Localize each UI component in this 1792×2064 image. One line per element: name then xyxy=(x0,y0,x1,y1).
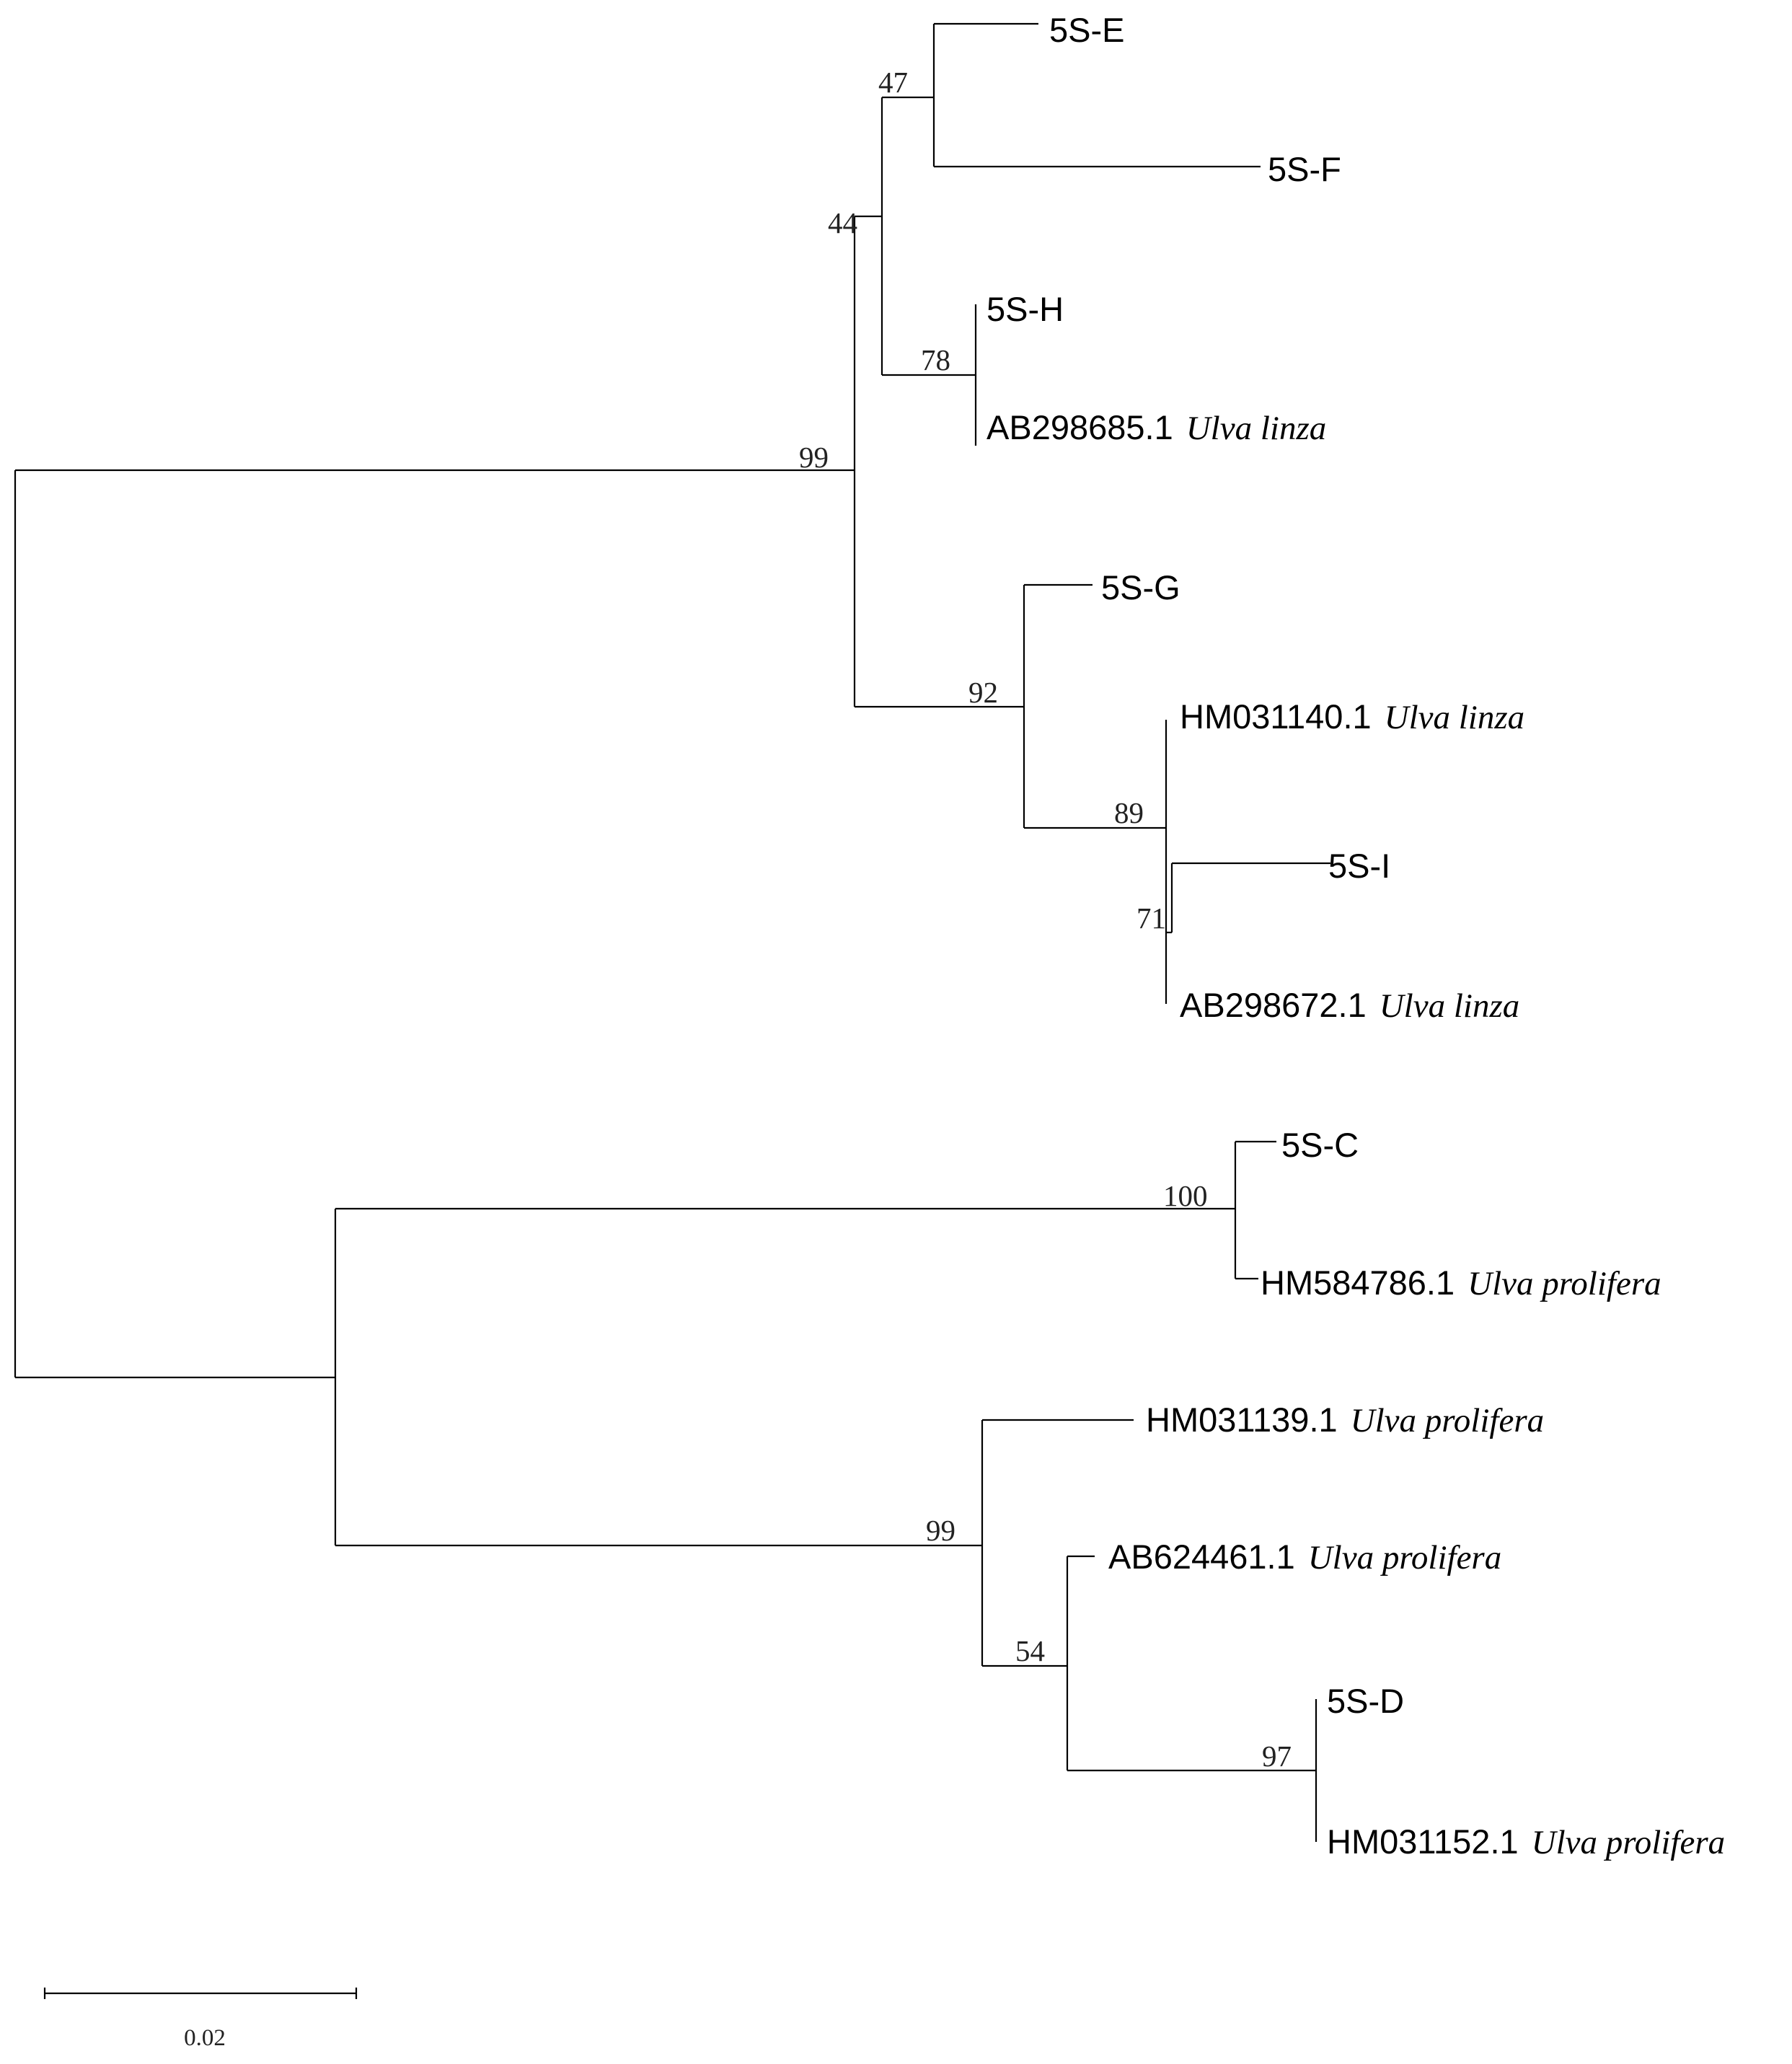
bootstrap-value: 92 xyxy=(968,676,998,709)
bootstrap-value: 44 xyxy=(828,206,857,239)
scale-bar-label: 0.02 xyxy=(184,2025,226,2051)
leaf-species: Ulva linza xyxy=(1380,987,1520,1025)
leaf-species: Ulva prolifera xyxy=(1308,1539,1501,1576)
leaf-accession: AB298672.1 xyxy=(1180,986,1367,1024)
leaf-labels: 5S-E 5S-F 5S-H AB298685.1 Ulva linza 5S-… xyxy=(987,11,1725,1861)
leaf-label-5S-C: 5S-C xyxy=(1281,1126,1359,1164)
bootstrap-value: 100 xyxy=(1163,1179,1208,1212)
leaf-accession: HM031139.1 xyxy=(1146,1401,1338,1439)
leaf-species: Ulva prolifera xyxy=(1467,1265,1661,1302)
leaf-label-HM584786: HM584786.1 Ulva prolifera xyxy=(1261,1263,1661,1302)
leaf-accession: HM031140.1 xyxy=(1180,697,1372,736)
scale-bar: 0.02 xyxy=(43,1988,358,2051)
bootstrap-value: 71 xyxy=(1136,901,1166,935)
leaf-species: Ulva linza xyxy=(1385,699,1525,736)
leaf-label-5S-G: 5S-G xyxy=(1101,568,1180,607)
leaf-species: Ulva prolifera xyxy=(1351,1402,1544,1439)
leaf-label-5S-D: 5S-D xyxy=(1327,1682,1404,1720)
bootstrap-value: 78 xyxy=(921,343,950,376)
leaf-label-5S-I: 5S-I xyxy=(1328,847,1390,885)
leaf-label-5S-H: 5S-H xyxy=(987,290,1064,328)
bootstrap-value: 89 xyxy=(1114,796,1144,829)
leaf-label-AB624461: AB624461.1 Ulva prolifera xyxy=(1108,1538,1501,1576)
leaf-accession: HM031152.1 xyxy=(1327,1822,1519,1861)
bootstrap-labels: 47 44 78 99 92 89 71 100 99 54 97 xyxy=(799,66,1292,1773)
bootstrap-value: 54 xyxy=(1015,1634,1045,1667)
leaf-species: Ulva linza xyxy=(1186,410,1327,447)
leaf-label-HM031139: HM031139.1 Ulva prolifera xyxy=(1146,1401,1544,1439)
leaf-accession: HM584786.1 xyxy=(1261,1263,1455,1302)
leaf-label-5S-E: 5S-E xyxy=(1049,11,1125,49)
leaf-accession: AB298685.1 xyxy=(987,408,1173,446)
tree-branches xyxy=(14,22,1330,1842)
leaf-label-HM031152: HM031152.1 Ulva prolifera xyxy=(1327,1822,1725,1861)
bootstrap-value: 47 xyxy=(878,66,908,99)
leaf-label-AB298672: AB298672.1 Ulva linza xyxy=(1180,986,1519,1025)
bootstrap-value: 99 xyxy=(926,1514,955,1547)
leaf-species: Ulva prolifera xyxy=(1532,1824,1725,1861)
leaf-label-HM031140: HM031140.1 Ulva linza xyxy=(1180,697,1524,736)
leaf-label-5S-F: 5S-F xyxy=(1268,150,1341,188)
bootstrap-value: 99 xyxy=(799,441,829,474)
leaf-label-AB298685: AB298685.1 Ulva linza xyxy=(987,408,1326,447)
leaf-accession: AB624461.1 xyxy=(1108,1538,1295,1576)
bootstrap-value: 97 xyxy=(1262,1739,1292,1773)
